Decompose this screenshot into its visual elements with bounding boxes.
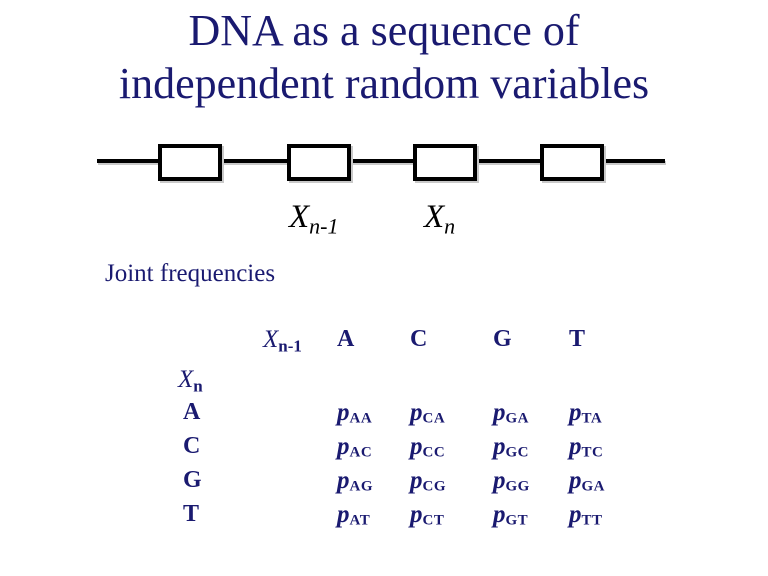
p-subscript: GC xyxy=(505,444,529,461)
cell-p-AT: pAT xyxy=(334,501,407,535)
p-subscript: TA xyxy=(581,410,603,427)
variable-subscript: n xyxy=(193,376,203,396)
cell-p-GA-typo: pGA xyxy=(566,467,642,501)
cell-p-AC: pAC xyxy=(334,433,407,467)
cell-p-AG: pAG xyxy=(334,467,407,501)
col-header-C: C xyxy=(410,326,428,352)
p-symbol: p xyxy=(410,501,423,528)
p-subscript: GA xyxy=(505,410,529,427)
diagram-label-x-n: Xn xyxy=(424,197,455,237)
p-symbol: p xyxy=(493,399,506,426)
p-symbol: p xyxy=(410,467,423,494)
cell-p-GA: pGA xyxy=(490,399,566,433)
variable-subscript: n xyxy=(444,213,456,239)
title-line-1: DNA as a sequence of xyxy=(188,6,580,55)
cell-p-TC: pTC xyxy=(566,433,642,467)
sequence-box-4 xyxy=(540,144,604,181)
p-symbol: p xyxy=(337,467,350,494)
p-subscript: CA xyxy=(422,410,446,427)
p-subscript: GT xyxy=(505,512,529,529)
title-line-2: independent random variables xyxy=(118,59,650,108)
slide-title: DNA as a sequence of independent random … xyxy=(0,4,768,110)
p-subscript: AA xyxy=(349,410,373,427)
cell-p-GC: pGC xyxy=(490,433,566,467)
variable-subscript: n-1 xyxy=(309,213,339,239)
cell-p-GG: pGG xyxy=(490,467,566,501)
cell-p-CT: pCT xyxy=(407,501,490,535)
variable-base: X xyxy=(424,199,445,235)
variable-base: X xyxy=(178,366,194,393)
col-header-T: T xyxy=(569,326,586,352)
table-corner-row-header: Xn xyxy=(175,366,260,399)
diagram-label-x-n-minus-1: Xn-1 xyxy=(289,197,339,237)
cell-p-AA: pAA xyxy=(334,399,407,433)
row-header-T: T xyxy=(183,501,200,527)
p-subscript: GA xyxy=(581,478,605,495)
cell-p-TA: pTA xyxy=(566,399,642,433)
p-symbol: p xyxy=(569,399,582,426)
p-symbol: p xyxy=(493,501,506,528)
row-header-C: C xyxy=(183,433,201,459)
p-subscript: CC xyxy=(422,444,446,461)
p-symbol: p xyxy=(569,501,582,528)
variable-base: X xyxy=(263,326,279,353)
p-subscript: AC xyxy=(349,444,373,461)
p-symbol: p xyxy=(569,467,582,494)
p-symbol: p xyxy=(337,501,350,528)
p-symbol: p xyxy=(493,433,506,460)
p-subscript: AT xyxy=(349,512,371,529)
p-subscript: TT xyxy=(581,512,603,529)
table-corner-col-header: Xn-1 xyxy=(260,326,334,366)
p-symbol: p xyxy=(410,399,423,426)
cell-p-CA: pCA xyxy=(407,399,490,433)
cell-p-GT: pGT xyxy=(490,501,566,535)
variable-subscript: n-1 xyxy=(278,336,302,356)
p-subscript: CT xyxy=(422,512,445,529)
p-subscript: CG xyxy=(422,478,446,495)
p-symbol: p xyxy=(493,467,506,494)
sequence-line xyxy=(97,159,665,163)
row-header-A: A xyxy=(183,399,201,425)
p-subscript: TC xyxy=(581,444,604,461)
p-symbol: p xyxy=(337,399,350,426)
cell-p-CG: pCG xyxy=(407,467,490,501)
col-header-A: A xyxy=(337,326,355,352)
col-header-G: G xyxy=(493,326,512,352)
sequence-box-3 xyxy=(413,144,477,181)
sequence-box-1 xyxy=(158,144,222,181)
sequence-box-2 xyxy=(287,144,351,181)
p-subscript: GG xyxy=(505,478,530,495)
p-symbol: p xyxy=(410,433,423,460)
row-header-G: G xyxy=(183,467,202,493)
section-heading: Joint frequencies xyxy=(105,260,276,287)
cell-p-TT: pTT xyxy=(566,501,642,535)
joint-frequency-table: Xn-1 A C G T Xn A C G T pAA pCA pGA pTA … xyxy=(175,326,642,535)
cell-p-CC: pCC xyxy=(407,433,490,467)
p-symbol: p xyxy=(569,433,582,460)
variable-base: X xyxy=(289,199,310,235)
p-symbol: p xyxy=(337,433,350,460)
p-subscript: AG xyxy=(349,478,373,495)
